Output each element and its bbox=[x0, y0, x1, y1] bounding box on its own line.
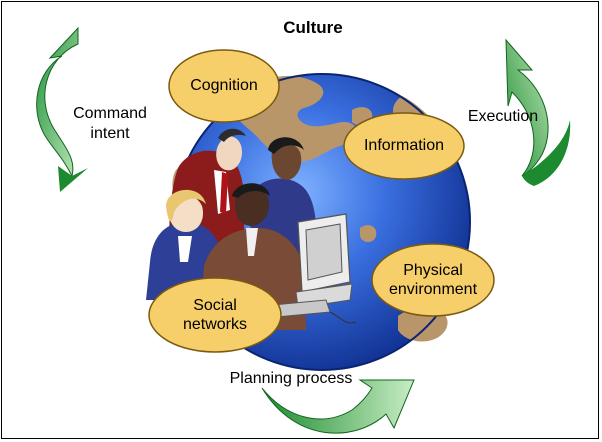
bubble-cognition-line1: Cognition bbox=[190, 77, 258, 94]
planning-process-label: Planning process bbox=[229, 370, 353, 387]
bubble-physical-text: Physical environment bbox=[373, 261, 493, 299]
command-intent-line1: Command bbox=[73, 105, 147, 122]
bubbles bbox=[148, 49, 495, 353]
bubble-cognition bbox=[168, 49, 280, 123]
bubble-information-text: Information bbox=[344, 136, 464, 155]
bubble-social-line1: Social bbox=[193, 297, 237, 314]
bubble-physical bbox=[371, 243, 495, 317]
bubble-information-line1: Information bbox=[363, 137, 445, 154]
bubble-social-line2: networks bbox=[182, 316, 248, 333]
diagram-title: Culture bbox=[283, 18, 343, 37]
command-intent-line2: intent bbox=[90, 125, 130, 142]
command-intent-label: Command intent bbox=[70, 104, 150, 144]
planning-process-arrow bbox=[261, 379, 415, 434]
bubble-cognition-text: Cognition bbox=[169, 76, 279, 95]
execution-label: Execution bbox=[467, 108, 539, 125]
execution-arrow bbox=[505, 38, 571, 186]
globe-land-pacific bbox=[360, 225, 377, 242]
bubble-social-text: Social networks bbox=[155, 296, 275, 334]
bubble-physical-line2: environment bbox=[388, 281, 478, 298]
bubble-information bbox=[343, 112, 465, 180]
bubble-social bbox=[148, 277, 282, 353]
command-intent-arrow bbox=[36, 26, 88, 192]
bubble-physical-line1: Physical bbox=[403, 262, 463, 279]
